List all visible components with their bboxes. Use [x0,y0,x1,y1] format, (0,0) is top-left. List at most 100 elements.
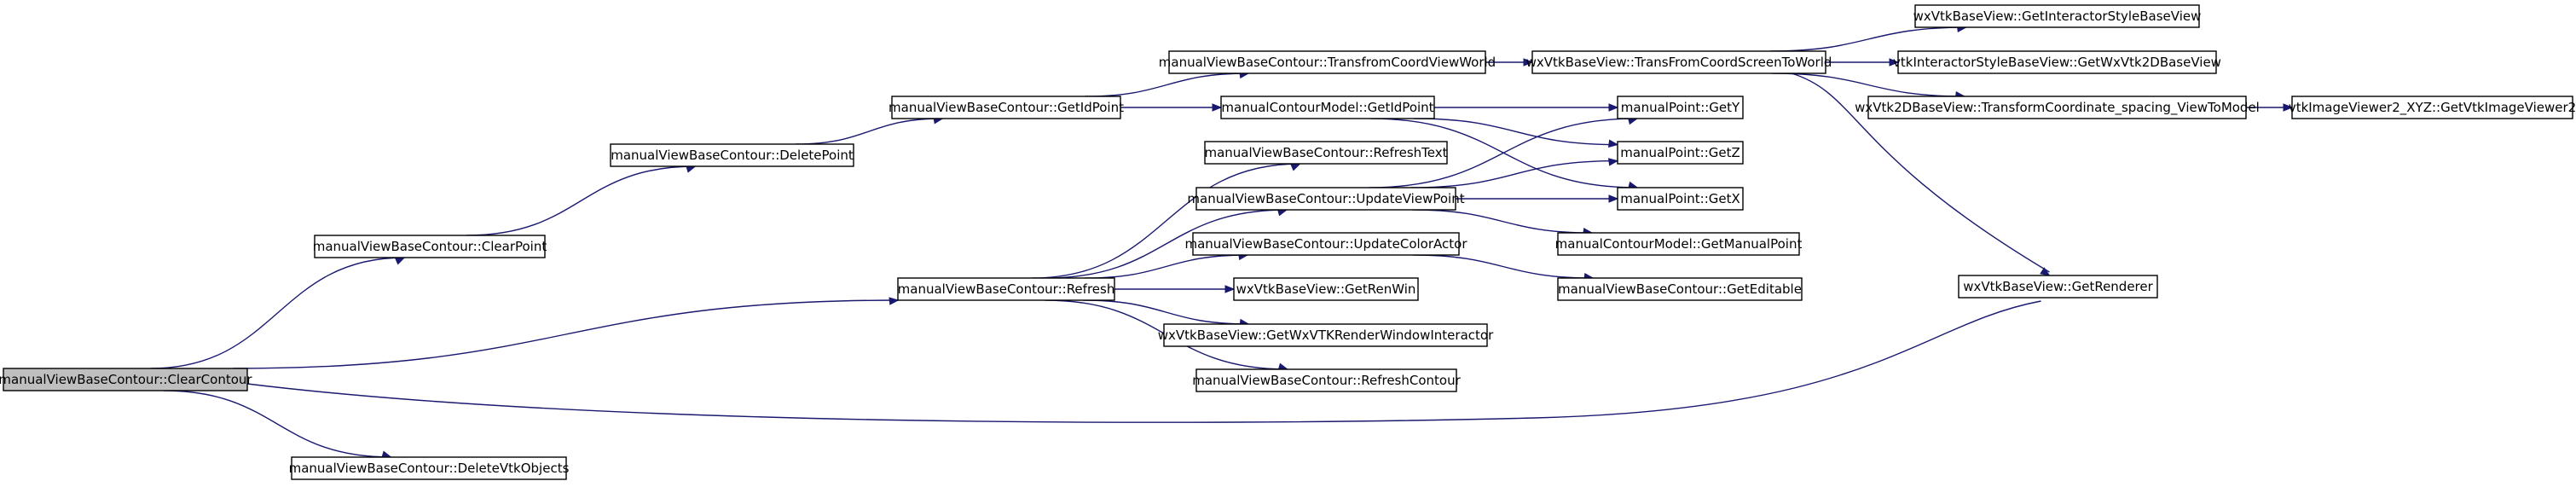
node-label: wxVtkBaseView::GetWxVTKRenderWindowInter… [1158,328,1494,343]
node-update-color-actor[interactable]: manualViewBaseContour::UpdateColorActor [1185,232,1468,256]
node-get-renderer[interactable]: wxVtkBaseView::GetRenderer [1958,275,2158,299]
node-label: manualContourModel::GetIdPoint [1221,100,1433,115]
arrowhead-icon [1607,139,1619,148]
node-label: manualPoint::GetX [1620,191,1740,206]
node-box[interactable] [1168,50,1486,74]
node-label: manualViewBaseContour::RefreshContour [1192,373,1461,388]
edge-get-id-point-model-to-get-y [1434,103,1619,112]
node-get-id-point-view[interactable]: manualViewBaseContour::GetIdPoint [889,96,1124,119]
node-label: manualViewBaseContour::ClearPoint [313,239,547,254]
edge-trans-from-coord-screen-to-world-to-get-wx-vtk2-dbase-view [1826,58,1900,67]
node-box[interactable] [1195,187,1456,211]
node-get-editable[interactable]: manualViewBaseContour::GetEditable [1557,277,1803,301]
node-get-y[interactable]: manualPoint::GetY [1617,96,1744,119]
edge-refresh-to-update-view-point [1045,208,1288,279]
edge-get-id-point-view-to-transform-coord-view-world [1085,70,1250,97]
edge-transform-coord-view-world-to-trans-from-coord-screen-to-world [1485,58,1534,67]
node-box[interactable] [1617,187,1744,211]
node-label: manualViewBaseContour::GetEditable [1558,281,1802,297]
node-box[interactable] [1557,232,1800,256]
edge-trans-from-coord-screen-to-world-to-get-renderer [1791,72,2051,276]
arrowhead-icon [1889,58,1900,67]
node-delete-vtk-objects[interactable]: manualViewBaseContour::DeleteVtkObjects [289,456,570,480]
node-transform-coord-view-world[interactable]: manualViewBaseContour::TransfromCoordVie… [1159,50,1496,74]
node-delete-point[interactable]: manualViewBaseContour::DeletePoint [610,143,854,167]
node-label: manualPoint::GetZ [1620,145,1740,160]
node-get-ren-win[interactable]: wxVtkBaseView::GetRenWin [1233,277,1419,301]
node-label: wxVtkBaseView::GetInteractorStyleBaseVie… [1913,9,2202,24]
node-get-vtk-image-viewer2[interactable]: vtkImageViewer2_XYZ::GetVtkImageViewer2 [2289,96,2576,119]
edge-update-view-point-to-get-z [1411,158,1619,188]
edge-clear-contour-to-delete-vtk-objects [163,390,392,459]
node-label: manualViewBaseContour::UpdateViewPoint [1187,191,1464,206]
node-box[interactable] [1617,141,1744,165]
node-label: wxVtkBaseView::GetRenWin [1236,281,1416,297]
node-label: manualViewBaseContour::GetIdPoint [889,100,1124,115]
node-box[interactable] [314,235,546,258]
node-box[interactable] [1163,323,1488,347]
node-label: manualViewBaseContour::Refresh [898,281,1115,297]
node-get-id-point-model[interactable]: manualContourModel::GetIdPoint [1220,96,1435,119]
node-get-x[interactable]: manualPoint::GetX [1617,187,1744,211]
node-refresh[interactable]: manualViewBaseContour::Refresh [897,277,1115,301]
node-box[interactable] [3,368,248,391]
node-label: wxVtkBaseView::GetRenderer [1963,279,2153,294]
node-box[interactable] [897,277,1115,301]
edge-clear-contour-to-refresh [233,297,900,369]
node-box[interactable] [610,143,854,167]
node-box[interactable] [1914,4,2200,28]
arrowhead-icon [1290,163,1301,171]
arrowhead-icon [1608,103,1619,112]
node-box[interactable] [1233,277,1419,301]
edge-update-color-actor-to-get-editable [1412,254,1595,281]
edge-get-id-point-view-to-get-id-point-model [1120,103,1223,112]
node-box[interactable] [1617,96,1744,119]
node-clear-contour[interactable]: manualViewBaseContour::ClearContour [0,368,252,391]
node-clear-point[interactable]: manualViewBaseContour::ClearPoint [313,235,547,258]
edge-update-view-point-to-get-x [1456,194,1619,203]
node-get-manual-point[interactable]: manualContourModel::GetManualPoint [1555,232,1803,256]
node-label: vtkImageViewer2_XYZ::GetVtkImageViewer2 [2289,100,2576,116]
node-label: manualViewBaseContour::DeletePoint [611,148,854,163]
edge-refresh-to-get-wx-vtkrwi [1083,299,1250,328]
arrowhead-icon [1523,58,1534,67]
node-trans-from-coord-screen-to-world[interactable]: wxVtkBaseView::TransFromCoordScreenToWor… [1526,50,1832,74]
node-get-wx-vtk2-dbase-view[interactable]: vtkInteractorStyleBaseView::GetWxVtk2DBa… [1893,50,2221,74]
edge-trans-from-coord-screen-to-world-to-get-interactor-style-base-view [1769,24,1968,52]
node-box[interactable] [1220,96,1435,119]
arrowhead-icon [1212,103,1223,112]
edge-refresh-to-get-ren-win [1114,285,1236,293]
node-get-wx-vtkrwi[interactable]: wxVtkBaseView::GetWxVTKRenderWindowInter… [1158,323,1494,347]
node-refresh-contour[interactable]: manualViewBaseContour::RefreshContour [1192,368,1462,392]
node-box[interactable] [1192,232,1460,256]
arrowhead-icon [1224,285,1236,293]
edge-clear-contour-to-clear-point [150,257,406,369]
node-box[interactable] [1958,275,2158,299]
node-label: manualViewBaseContour::TransfromCoordVie… [1159,55,1496,70]
node-box[interactable] [1897,50,2217,74]
edge-get-id-point-model-to-get-z [1414,118,1619,148]
node-label: manualContourModel::GetManualPoint [1555,236,1803,252]
arrowhead-icon [2283,103,2294,112]
node-box[interactable] [1204,141,1448,165]
node-update-view-point[interactable]: manualViewBaseContour::UpdateViewPoint [1187,187,1465,211]
node-get-z[interactable]: manualPoint::GetZ [1617,141,1744,165]
node-box[interactable] [1531,50,1826,74]
edge-refresh-to-refresh-text [1032,163,1301,279]
node-label: manualViewBaseContour::RefreshText [1204,145,1447,160]
node-label: manualViewBaseContour::DeleteVtkObjects [289,461,570,476]
nodes-layer: manualViewBaseContour::ClearContourmanua… [0,4,2576,480]
node-get-interactor-style-base-view[interactable]: wxVtkBaseView::GetInteractorStyleBaseVie… [1913,4,2202,28]
node-box[interactable] [1195,368,1457,392]
arrowhead-icon [889,297,900,305]
node-box[interactable] [291,456,567,480]
node-box[interactable] [2291,96,2573,119]
arrowhead-icon [2040,267,2051,276]
node-box[interactable] [1867,96,2247,119]
edge-clear-contour-to-get-renderer [246,289,2042,423]
node-refresh-text[interactable]: manualViewBaseContour::RefreshText [1204,141,1448,165]
node-transform-coordinate[interactable]: wxVtk2DBaseView::TransformCoordinate_spa… [1855,96,2260,119]
node-box[interactable] [1557,277,1803,301]
node-box[interactable] [891,96,1121,119]
